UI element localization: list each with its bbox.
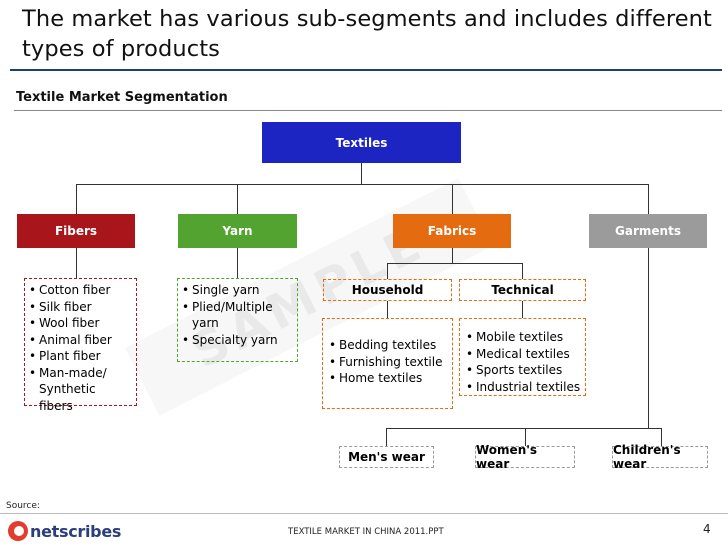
title-divider — [10, 69, 722, 71]
footer-document-name: TEXTILE MARKET IN CHINA 2011.PPT — [288, 527, 444, 537]
list-item: Single yarn — [182, 282, 293, 299]
list-item: Plied/Multiple yarn — [182, 299, 293, 332]
connector-mens — [386, 428, 387, 446]
source-label: Source: — [6, 501, 40, 511]
connector-garments-split — [386, 428, 662, 429]
connector-fabrics-split — [387, 263, 522, 264]
list-item: Specialty yarn — [182, 332, 293, 349]
connector-fibers-list — [76, 248, 77, 278]
list-item: Bedding textiles — [329, 337, 450, 354]
list-item: Furnishing textile — [329, 354, 450, 371]
technical-list-box: Mobile textiles Medical textiles Sports … — [459, 318, 586, 396]
diagram-subtitle: Textile Market Segmentation — [16, 90, 228, 105]
list-item: Cotton fiber — [29, 282, 132, 299]
node-womens-wear: Women's wear — [475, 443, 575, 471]
node-childrens-wear: Children's wear — [612, 443, 708, 471]
household-list-box: Bedding textiles Furnishing textile Home… — [322, 318, 453, 409]
connector-yarn-list — [237, 248, 238, 278]
connector-childrens — [661, 428, 662, 446]
node-garments: Garments — [589, 214, 707, 248]
connector-household — [387, 263, 388, 279]
node-yarn: Yarn — [178, 214, 297, 248]
connector-fabrics — [452, 184, 453, 214]
list-item: Wool fiber — [29, 315, 132, 332]
netscribes-logo: netscribes — [8, 521, 121, 541]
node-household: Household — [323, 279, 452, 301]
node-textiles: Textiles — [262, 122, 461, 163]
list-item: Plant fiber — [29, 348, 132, 365]
connector-garments — [648, 184, 649, 214]
connector-yarn — [237, 184, 238, 214]
node-mens-wear: Men's wear — [339, 446, 434, 468]
connector-garments-down — [648, 248, 649, 428]
list-item: Man-made/ Synthetic fibers — [29, 365, 132, 415]
connector-fabrics-down — [452, 248, 453, 263]
connector-household-list — [387, 301, 388, 318]
list-item: Animal fiber — [29, 332, 132, 349]
connector-womens — [525, 428, 526, 446]
page-number: 4 — [703, 522, 711, 536]
node-technical: Technical — [459, 279, 586, 301]
node-fabrics: Fabrics — [393, 214, 511, 248]
connector-root-down — [361, 163, 362, 184]
connector-horizontal — [76, 184, 648, 185]
list-item: Industrial textiles — [466, 379, 583, 396]
node-fibers: Fibers — [17, 214, 135, 248]
list-item: Medical textiles — [466, 346, 583, 363]
list-item: Mobile textiles — [466, 329, 583, 346]
logo-mark-icon — [8, 521, 28, 541]
connector-technical-list — [522, 301, 523, 318]
subtitle-divider — [14, 110, 722, 111]
list-item: Silk fiber — [29, 299, 132, 316]
yarn-list-box: Single yarn Plied/Multiple yarn Specialt… — [177, 278, 298, 362]
connector-technical — [522, 263, 523, 279]
logo-text: netscribes — [30, 521, 122, 541]
footer-divider — [0, 513, 728, 514]
fibers-list-box: Cotton fiber Silk fiber Wool fiber Anima… — [24, 278, 137, 413]
list-item: Sports textiles — [466, 362, 583, 379]
list-item: Home textiles — [329, 370, 450, 387]
page-title: The market has various sub-segments and … — [22, 6, 712, 62]
connector-fibers — [76, 184, 77, 214]
